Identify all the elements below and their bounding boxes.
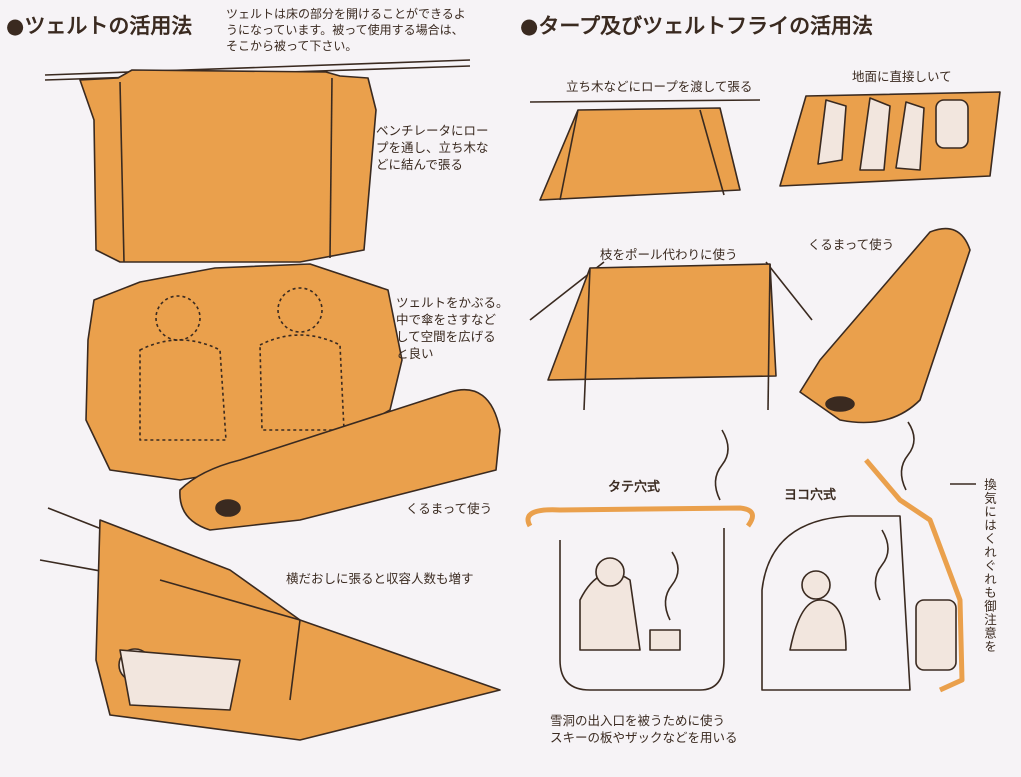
hanging-tent-illustration	[44, 59, 471, 263]
caption-rope: 立ち木などにロープを渡して張る	[566, 79, 753, 94]
caption-wrap-left: くるまって使う	[406, 501, 493, 516]
left-note-line: ツェルトは床の部分を開けることができるよ	[226, 7, 466, 21]
caption-branch: 枝をポール代わりに使う	[600, 247, 738, 262]
label-horizontal-hole: ヨコ穴式	[784, 488, 837, 503]
caption-line: どに結んで張る	[376, 157, 463, 172]
horizontal-snowhole-illustration	[761, 421, 976, 693]
caption-wrap-right: くるまって使う	[808, 237, 895, 252]
caption-line: 中で傘をさすなど	[396, 312, 497, 327]
caption-line: ツェルトをかぶる。	[396, 295, 509, 310]
cover-tent-illustration	[85, 263, 501, 531]
left-note-line: うになっています。被って使用する場合は、	[226, 23, 464, 37]
sideways-tent-illustration	[39, 507, 501, 741]
tarp-branch-illustration	[529, 261, 813, 411]
caption-line: と良い	[396, 346, 434, 361]
left-heading: ●ツェルトの活用法	[6, 14, 193, 38]
tarp-rope-illustration	[529, 99, 761, 201]
left-note-line: そこから被って下さい。	[226, 39, 358, 53]
caption-line: ベンチレータにロー	[376, 123, 489, 138]
left-note: ツェルトは床の部分を開けることができるよ うになっています。被って使用する場合は…	[226, 6, 466, 54]
caption-cover: ツェルトをかぶる。 中で傘をさすなど して空間を広げる と良い	[396, 294, 509, 362]
caption-sideways: 横だおしに張ると収容人数も増す	[286, 571, 474, 586]
caption-entrance: 雪洞の出入口を被うために使う スキーの板やザックなどを用いる	[550, 712, 738, 746]
caption-line: 雪洞の出入口を被うために使う	[550, 713, 726, 728]
caption-line: スキーの板やザックなどを用いる	[550, 730, 738, 745]
wrap-tarp-illustration	[799, 227, 971, 424]
vertical-snowhole-illustration	[525, 429, 755, 691]
ground-sheet-illustration	[779, 91, 1001, 187]
right-heading: ●タープ及びツェルトフライの活用法	[520, 14, 874, 38]
caption-ventilation: 換気にはくれぐれも御注意を	[982, 478, 997, 654]
caption-line: して空間を広げる	[396, 329, 496, 344]
caption-ventilator: ベンチレータにロー プを通し、立ち木な どに結んで張る	[376, 122, 489, 173]
caption-ground: 地面に直接しいて	[852, 69, 952, 84]
caption-line: プを通し、立ち木な	[376, 140, 489, 155]
label-vertical-hole: タテ穴式	[608, 480, 661, 495]
